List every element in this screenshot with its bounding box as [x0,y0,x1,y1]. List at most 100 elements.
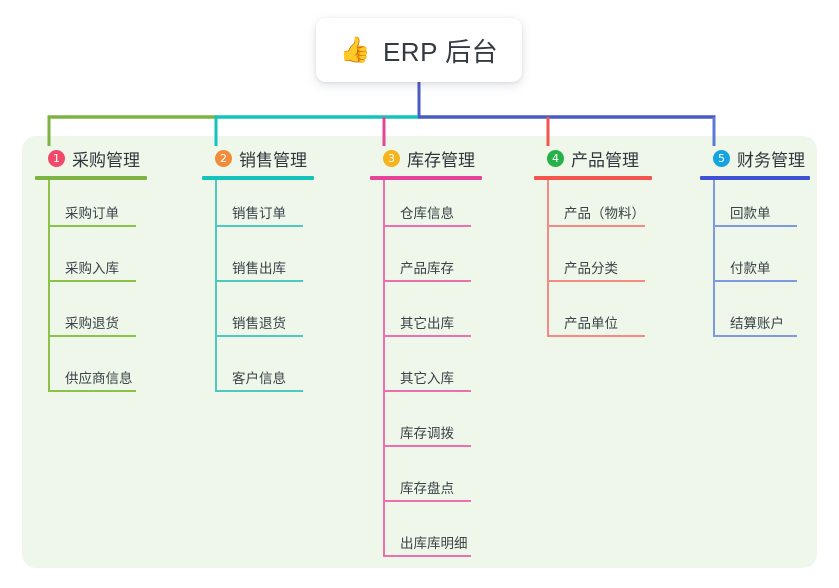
branch-title-5: 财务管理 [737,150,805,170]
branch-trunk-4 [547,180,549,337]
branch-item[interactable]: 其它出库 [370,290,520,345]
branch-item-label: 采购入库 [65,261,119,276]
branch-item-label: 库存盘点 [400,481,454,496]
branch-item-label: 销售订单 [232,206,286,221]
branch-title-3: 库存管理 [407,150,475,170]
branch-item-underline [383,555,471,557]
branch-item-underline [547,335,645,337]
branch-item[interactable]: 销售出库 [202,235,352,290]
branch-header-3[interactable]: 3 库存管理 [370,146,520,170]
branch-item-label: 其它出库 [400,316,454,331]
branch-title-4: 产品管理 [571,150,639,170]
branch-item-label: 销售退货 [232,316,286,331]
branch-item-label: 产品分类 [564,261,618,276]
branch-item-underline [215,280,303,282]
branch-item[interactable]: 回款单 [700,180,825,235]
content-panel [22,136,817,568]
branch-column-2: 2 销售管理销售订单销售出库销售退货客户信息 [202,146,352,400]
branch-title-1: 采购管理 [72,150,140,170]
thumbs-up-icon: 👍 [339,35,371,64]
branch-item-underline [383,335,471,337]
branch-item[interactable]: 销售订单 [202,180,352,235]
root-title-card[interactable]: 👍 ERP 后台 [316,18,522,82]
branch-badge-5: 5 [713,149,730,167]
branch-items-1: 采购订单采购入库采购退货供应商信息 [35,180,185,400]
branch-item[interactable]: 付款单 [700,235,825,290]
branch-badge-1: 1 [48,149,65,167]
branch-item-label: 产品库存 [400,261,454,276]
branch-items-4: 产品（物料） 产品分类产品单位 [534,180,694,345]
branch-item-underline [383,280,471,282]
page-title: ERP 后台 [382,36,499,67]
branch-item-label: 付款单 [730,261,771,276]
branch-item-underline [383,225,471,227]
branch-item-label: 其它入库 [400,371,454,386]
branch-items-5: 回款单付款单结算账户 [700,180,825,345]
branch-column-1: 1 采购管理采购订单采购入库采购退货供应商信息 [35,146,185,400]
branch-header-5[interactable]: 5 财务管理 [700,146,825,170]
branch-item[interactable]: 其它入库 [370,345,520,400]
branch-item[interactable]: 产品分类 [534,235,694,290]
branch-header-1[interactable]: 1 采购管理 [35,146,185,170]
branch-badge-4: 4 [547,149,564,167]
branch-trunk-5 [713,180,715,337]
branch-column-4: 4 产品管理产品（物料） 产品分类产品单位 [534,146,694,345]
branch-item-underline [713,225,797,227]
branch-item-label: 客户信息 [232,371,286,386]
branch-item-underline [48,390,136,392]
branch-item-label: 采购订单 [65,206,119,221]
branch-column-5: 5 财务管理回款单付款单结算账户 [700,146,825,345]
branch-item[interactable]: 仓库信息 [370,180,520,235]
branch-item[interactable]: 结算账户 [700,290,825,345]
branch-underline-4 [534,176,652,180]
branch-item[interactable]: 供应商信息 [35,345,185,400]
branch-item-underline [383,445,471,447]
branch-item[interactable]: 采购入库 [35,235,185,290]
branch-items-3: 仓库信息产品库存其它出库其它入库库存调拨库存盘点出库库明细 [370,180,520,565]
branch-header-4[interactable]: 4 产品管理 [534,146,694,170]
branch-item-label: 供应商信息 [65,371,133,386]
branch-item-label: 回款单 [730,206,771,221]
branch-item-underline [215,390,303,392]
branch-item-underline [215,225,303,227]
branch-item[interactable]: 采购订单 [35,180,185,235]
branch-trunk-1 [48,180,50,392]
branch-item-underline [547,225,645,227]
branch-underline-1 [35,176,147,180]
branch-trunk-3 [383,180,385,557]
branch-underline-2 [202,176,314,180]
branch-item[interactable]: 出库库明细 [370,510,520,565]
branch-item-underline [48,225,136,227]
branch-item-label: 采购退货 [65,316,119,331]
branch-underline-5 [700,176,810,180]
branch-badge-3: 3 [383,149,400,167]
branch-item-label: 库存调拨 [400,426,454,441]
branch-item[interactable]: 销售退货 [202,290,352,345]
branch-header-2[interactable]: 2 销售管理 [202,146,352,170]
branch-item[interactable]: 产品单位 [534,290,694,345]
branch-item[interactable]: 客户信息 [202,345,352,400]
branch-item-label: 仓库信息 [400,206,454,221]
branch-item[interactable]: 库存调拨 [370,400,520,455]
branch-item[interactable]: 库存盘点 [370,455,520,510]
branch-item-underline [713,280,797,282]
branch-badge-2: 2 [215,149,232,167]
branch-item-label: 销售出库 [232,261,286,276]
branch-items-2: 销售订单销售出库销售退货客户信息 [202,180,352,400]
branch-item-underline [713,335,797,337]
branch-item[interactable]: 产品库存 [370,235,520,290]
branch-underline-3 [370,176,482,180]
branch-title-2: 销售管理 [239,150,307,170]
branch-item[interactable]: 产品（物料） [534,180,694,235]
branch-item-underline [383,390,471,392]
branch-column-3: 3 库存管理仓库信息产品库存其它出库其它入库库存调拨库存盘点出库库明细 [370,146,520,565]
branch-item-underline [48,335,136,337]
branch-item-underline [215,335,303,337]
branch-item-label: 出库库明细 [400,536,468,551]
branch-item[interactable]: 采购退货 [35,290,185,345]
branch-item-underline [48,280,136,282]
branch-item-underline [547,280,645,282]
branch-item-label: 产品单位 [564,316,618,331]
